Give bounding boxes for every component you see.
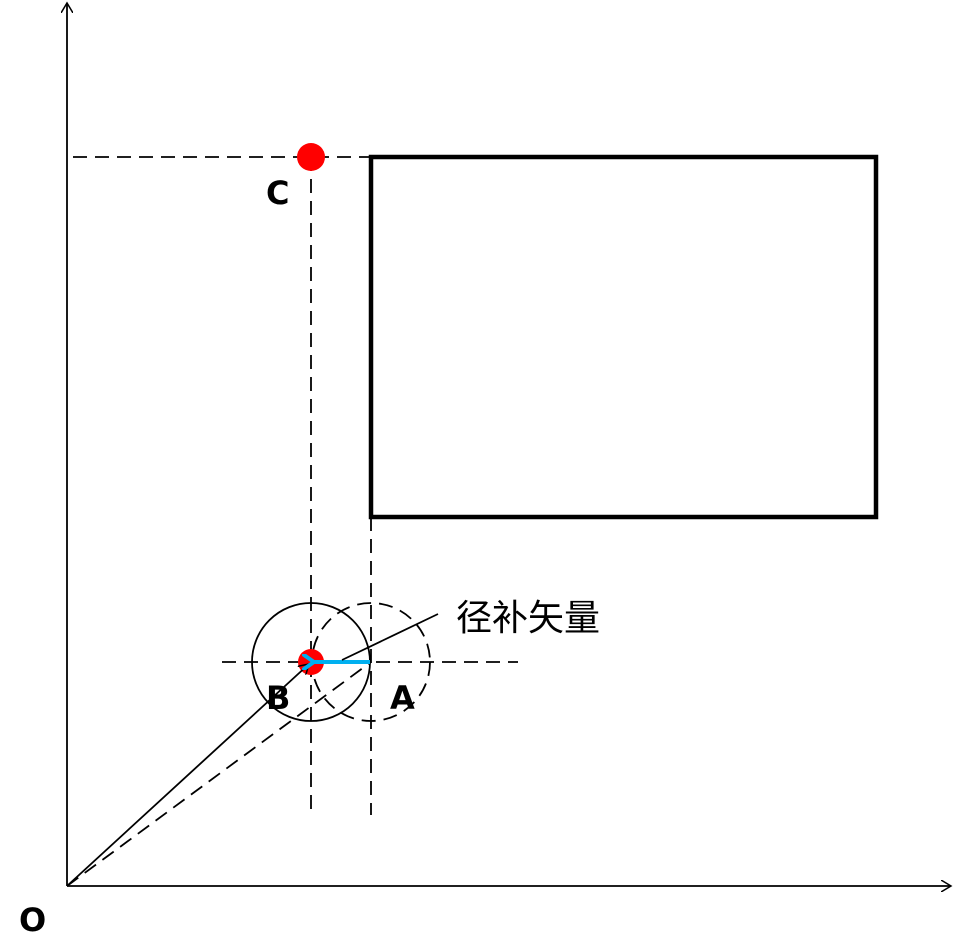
point-b-label: B xyxy=(266,679,290,717)
compensation-vector-label: 径补矢量 xyxy=(456,598,600,639)
origin-label: O xyxy=(19,901,46,939)
workpiece-rectangle xyxy=(368,154,879,520)
point-a-label: A xyxy=(390,679,415,717)
annotation-leader-line xyxy=(341,613,439,661)
point-c-label: C xyxy=(266,174,289,212)
point-c-dot xyxy=(297,143,325,171)
vector-oa xyxy=(66,661,372,887)
vector-ob xyxy=(66,664,309,887)
